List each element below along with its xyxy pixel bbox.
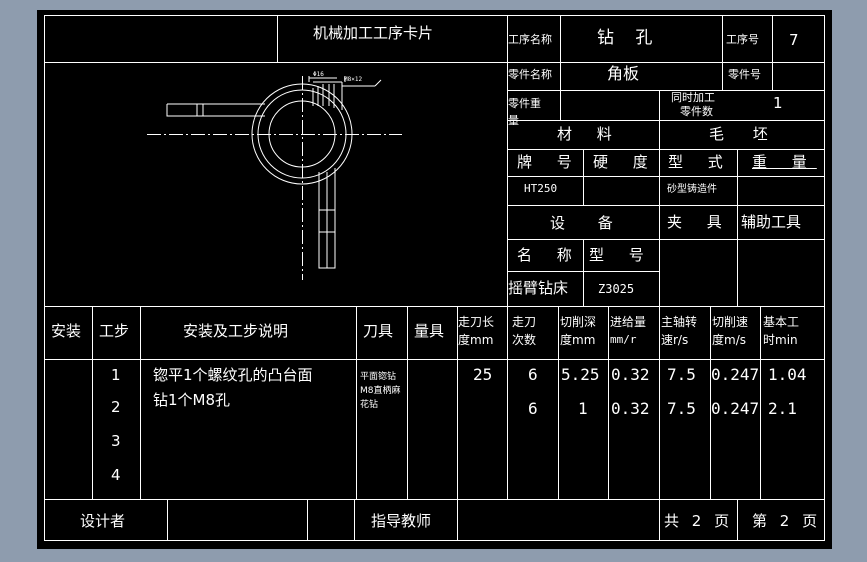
row-2-passes: 6 <box>528 399 538 418</box>
aux-tool-label: 辅助工具 <box>741 213 802 231</box>
row-2-step: 2 <box>111 398 121 416</box>
process-name: 钻 孔 <box>597 28 661 48</box>
header-depth: 切削深 <box>560 315 597 329</box>
process-name-label: 工序名称 <box>508 33 552 46</box>
page-number: 第 2 页 <box>752 512 822 530</box>
row-1-time: 1.04 <box>768 365 807 384</box>
blank-type-label: 型 式 <box>668 153 733 171</box>
header-time-unit: 时min <box>763 333 798 347</box>
header-time: 基本工 <box>763 315 800 329</box>
dimension-thread: M8×12 <box>344 76 363 83</box>
dimension-diameter: Φ16 <box>313 71 324 78</box>
header-feed: 进给量 <box>610 315 647 329</box>
header-description: 安装及工步说明 <box>183 322 289 340</box>
header-passes: 走刀 <box>512 315 537 329</box>
row-4-step: 4 <box>111 466 121 484</box>
row-2-speed: 0.247 <box>711 399 760 418</box>
row-1-feed: 0.32 <box>611 365 650 384</box>
header-feed-length: 走刀长 <box>458 315 495 329</box>
row-1-feed-length: 25 <box>473 365 493 384</box>
part-drawing <box>147 76 402 280</box>
equipment-name-label: 名 称 <box>517 246 582 264</box>
material-header: 材 料 <box>557 125 622 143</box>
process-no-label: 工序号 <box>726 33 759 46</box>
row-2-time: 2.1 <box>768 399 797 418</box>
header-spindle: 主轴转 <box>661 315 698 329</box>
part-name: 角板 <box>607 64 640 83</box>
simul-count-label-2: 零件数 <box>680 105 713 118</box>
row-2-description: 钻1个M8孔 <box>153 391 231 409</box>
blank-header: 毛 坯 <box>709 125 780 143</box>
process-card-sheet: 机械加工工序卡片 工序名称 钻 孔 工序号 7 Φ16 M8×12 零件名称 角… <box>37 10 832 549</box>
header-spindle-unit: 速r/s <box>661 333 689 347</box>
row-1-speed: 0.247 <box>711 365 760 384</box>
material-grade: HT250 <box>524 182 558 195</box>
row-1-cutter: 平面锪钻 <box>360 372 397 382</box>
row-3-step: 3 <box>111 432 121 450</box>
part-weight-label: 零件重 <box>508 97 541 110</box>
row-1-passes: 6 <box>528 365 538 384</box>
simul-count-label: 同时加工 <box>671 91 715 104</box>
header-speed: 切削速 <box>712 315 749 329</box>
grade-label: 牌 号 <box>517 153 582 171</box>
header-feed-unit: mm/r <box>610 333 637 346</box>
hardness-label: 硬 度 <box>593 153 658 171</box>
header-gauge: 量具 <box>414 322 445 340</box>
equipment-model: Z3025 <box>598 282 635 296</box>
card-title: 机械加工工序卡片 <box>313 24 434 42</box>
advisor-label: 指导教师 <box>371 512 432 530</box>
part-no-label: 零件号 <box>728 68 761 81</box>
row-1-spindle: 7.5 <box>667 365 696 384</box>
row-2-depth: 1 <box>578 399 588 418</box>
header-cutter: 刀具 <box>363 322 394 340</box>
table-grid <box>44 15 825 541</box>
equipment-name: 摇臂钻床 <box>508 279 569 297</box>
total-pages: 共 2 页 <box>664 512 734 530</box>
blank-type: 砂型铸造件 <box>667 184 717 195</box>
row-1-cutter-2: M8直柄麻 <box>360 386 401 396</box>
row-1-depth: 5.25 <box>561 365 600 384</box>
header-passes-2: 次数 <box>512 333 537 347</box>
header-install: 安装 <box>51 322 82 340</box>
equipment-header: 设 备 <box>550 214 627 232</box>
simul-count: 1 <box>773 94 783 112</box>
row-2-feed: 0.32 <box>611 399 650 418</box>
part-weight-label-2: 量 <box>508 114 519 127</box>
row-1-description: 锪平1个螺纹孔的凸台面 <box>153 366 313 384</box>
blank-weight-label: 重 量 <box>752 153 817 171</box>
header-depth-unit: 度mm <box>560 333 596 347</box>
process-no: 7 <box>789 31 799 49</box>
row-2-spindle: 7.5 <box>667 399 696 418</box>
header-step: 工步 <box>99 322 130 340</box>
header-speed-unit: 度m/s <box>712 333 746 347</box>
row-1-cutter-3: 花钻 <box>360 400 379 410</box>
equipment-model-label: 型 号 <box>589 246 654 264</box>
part-name-label: 零件名称 <box>508 68 552 81</box>
fixture-label: 夹 具 <box>667 213 732 231</box>
row-1-step: 1 <box>111 366 121 384</box>
designer-label: 设计者 <box>80 512 126 530</box>
header-feed-length-unit: 度mm <box>458 333 494 347</box>
